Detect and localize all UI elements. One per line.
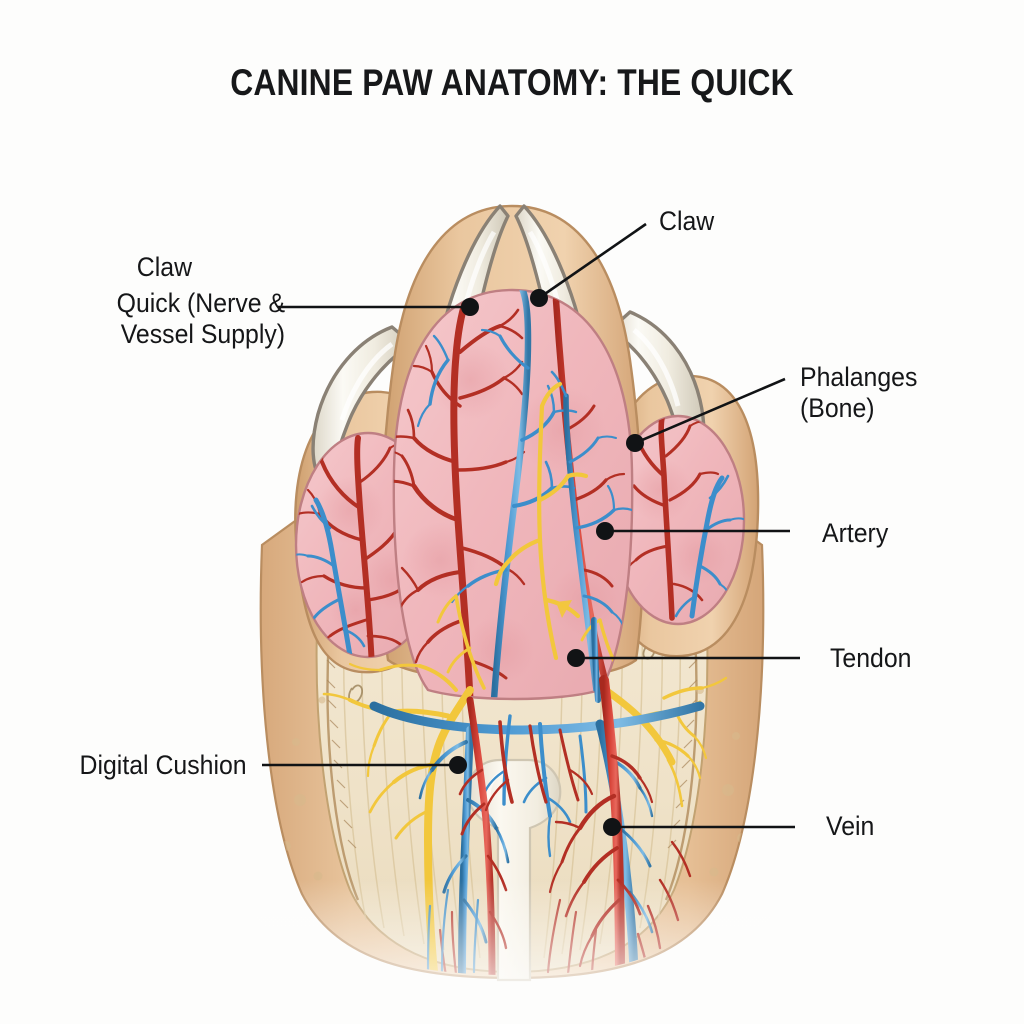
label-quick: Quick (Nerve & Vessel Supply) [116,288,285,350]
dot-tendon [567,649,585,667]
label-claw-right: Claw [659,206,715,236]
dot-vein [603,818,621,836]
label-claw-left: Claw [136,252,192,282]
leader-phalanges [634,377,786,445]
label-digital-cushion: Digital Cushion [79,750,247,780]
dot-phalanges [626,434,644,452]
dot-artery [596,522,614,540]
leader-claw-right [538,222,647,300]
dot-claw-right [530,289,548,307]
dot-quick [461,298,479,316]
quick-center [392,288,634,701]
label-vein: Vein [826,811,875,841]
label-tendon: Tendon [830,643,912,673]
page-title: CANINE PAW ANATOMY: THE QUICK [230,62,794,103]
label-phalanges: Phalanges (Bone) [800,362,918,424]
label-artery: Artery [822,518,889,548]
leader-dots [449,289,644,836]
dot-digital-cushion [449,756,467,774]
leader-lines [262,222,800,829]
